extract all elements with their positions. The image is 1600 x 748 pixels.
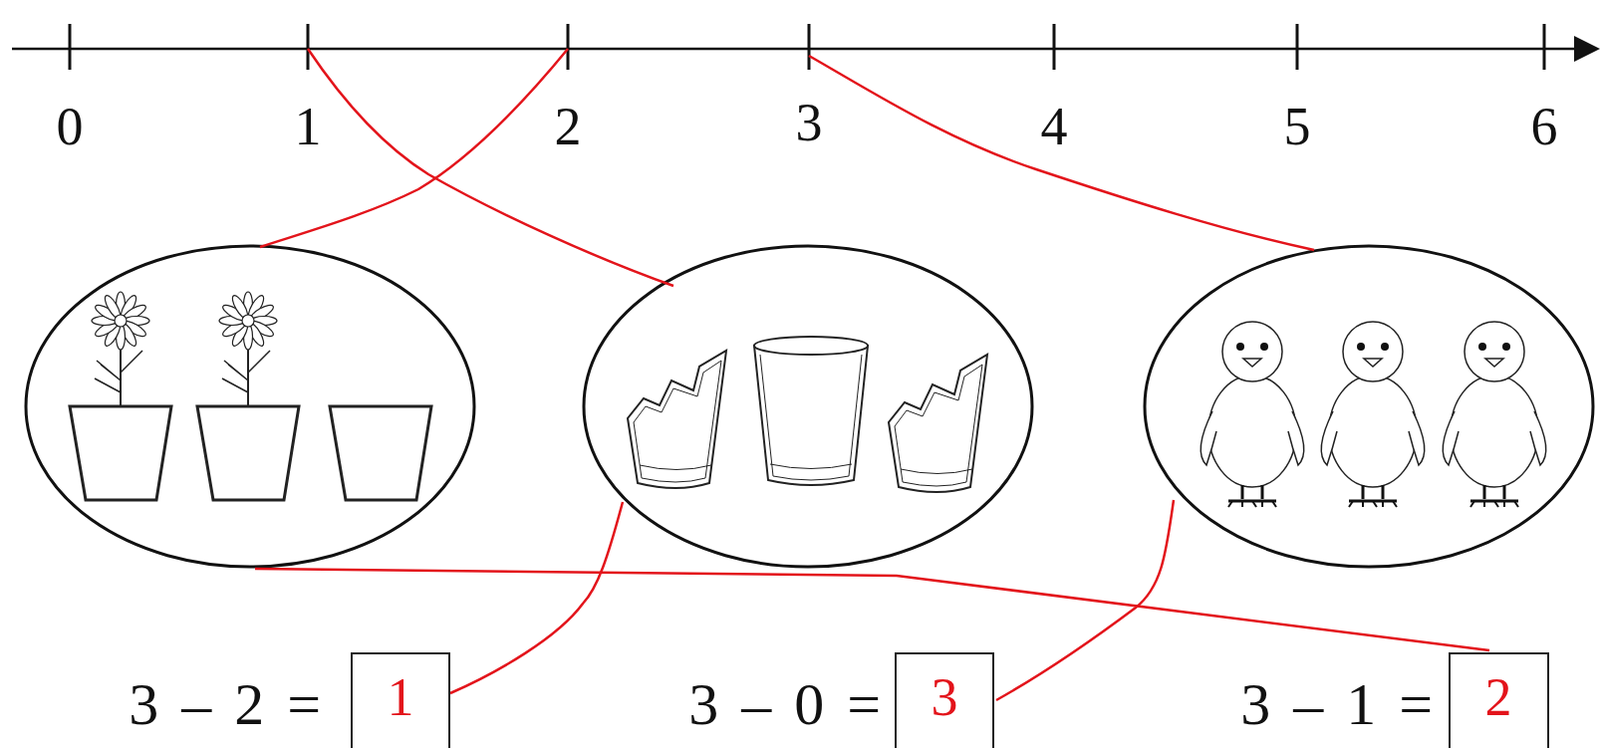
answer-box: 1 [350, 652, 451, 748]
number-line-label: 6 [1527, 97, 1563, 157]
answer-number: 3 [931, 668, 959, 728]
number-line-label: 5 [1280, 97, 1316, 157]
number-line-label: 3 [792, 93, 827, 153]
answer-number: 2 [1485, 668, 1513, 728]
equation-text: 3 – 2 = [128, 671, 321, 738]
equation-text: 3 – 1 = [1240, 671, 1433, 738]
number-line-label: 4 [1037, 97, 1072, 157]
number-line-label: 2 [550, 97, 586, 157]
answer-box: 3 [894, 652, 995, 748]
answer-box: 2 [1448, 652, 1550, 748]
number-line-label: 1 [290, 97, 326, 157]
number-line-label: 0 [52, 97, 88, 157]
equation-text: 3 – 0 = [688, 671, 881, 738]
answer-number: 1 [387, 668, 415, 728]
